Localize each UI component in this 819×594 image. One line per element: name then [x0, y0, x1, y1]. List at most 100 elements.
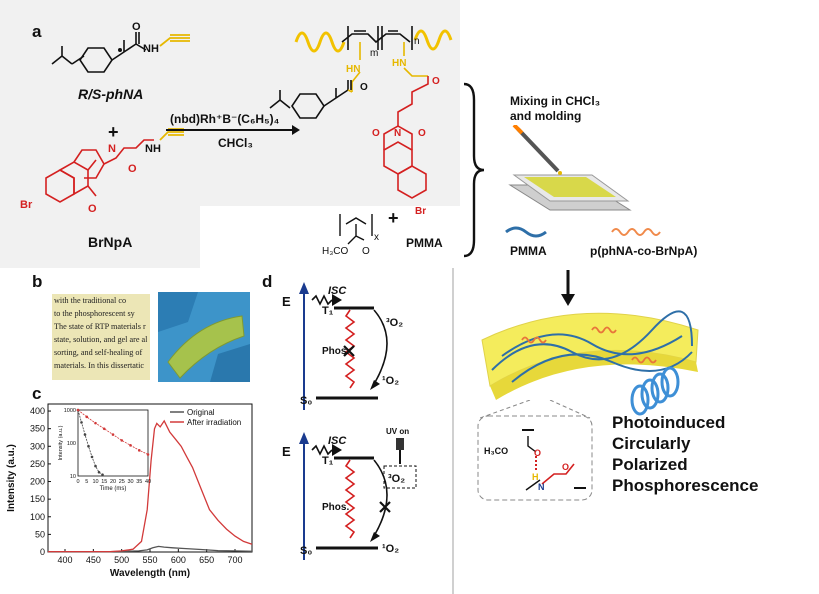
polymer-br: Br — [415, 206, 426, 217]
legend-label: Original — [187, 408, 215, 417]
inset-o-label: O — [534, 448, 541, 458]
energy-label-1: E — [282, 294, 291, 309]
copolymer-legend-line — [611, 228, 661, 236]
y-tick-label: 0 — [40, 547, 45, 557]
y-tick-label: 150 — [30, 494, 45, 504]
polymer-backbone — [341, 26, 413, 50]
o2-triplet-label-1: ³O₂ — [386, 317, 403, 329]
y-tick-label: 350 — [30, 424, 45, 434]
inset-x-tick-label: 20 — [110, 479, 116, 485]
uv-lamp-icon — [396, 438, 404, 450]
o2-singlet-label-1: ¹O₂ — [382, 375, 399, 387]
right-panel-divider — [452, 268, 454, 594]
t1-label-2: T₁ — [322, 455, 334, 467]
inset-x-label: Time (ms) — [100, 486, 127, 492]
polymer-hn1: HN — [346, 64, 360, 75]
polymer-hn2: HN — [392, 58, 406, 69]
inset-y-tick-label: 10 — [70, 474, 76, 480]
pmma-label: PMMA — [406, 236, 443, 250]
pmma-h3co: H₃CO — [322, 246, 349, 257]
panel-a-letter: a — [32, 22, 42, 41]
inset-x-tick-label: 15 — [101, 479, 107, 485]
phNA-structure — [51, 32, 147, 73]
t1-label-1: T₁ — [322, 305, 334, 317]
film-text-line: state, solution, and gel are al — [54, 335, 148, 344]
phNA-alkyne — [159, 34, 190, 47]
mixing-text-1: Mixing in CHCl₃ — [510, 94, 601, 108]
monomer1-label: R/S-phNA — [78, 86, 144, 102]
film-text-line: to the phosphorescent sy — [54, 309, 135, 318]
BrNpA-n: N — [108, 143, 116, 155]
inset-series-line — [77, 409, 103, 475]
inset-x-tick-label: 40 — [145, 479, 151, 485]
o2-singlet-label-2: ¹O₂ — [382, 543, 399, 555]
caption-line-4: Phosphorescence — [612, 476, 759, 495]
x-axis-label: Wavelength (nm) — [110, 568, 190, 579]
polymer-phenyl-unit — [269, 80, 352, 119]
film-text-line: The state of RTP materials r — [54, 322, 146, 331]
inset-frame — [77, 409, 149, 477]
phos-label-1: Phos. — [322, 346, 349, 357]
legend-polymers — [505, 226, 661, 238]
film-photo-text: with the traditional co to the phosphore… — [52, 294, 150, 380]
pmma-structure — [339, 214, 373, 245]
panel-a-lower-box — [200, 206, 460, 268]
inset-x-tick-label: 10 — [92, 479, 98, 485]
phos-label-2: Phos. — [322, 502, 349, 513]
BrNpA-structure — [45, 139, 154, 203]
inset-h3co: H₃CO — [484, 446, 508, 456]
caption-line-1: Photoinduced — [612, 413, 726, 432]
molding-illustration — [508, 125, 632, 211]
catalyst-label: (nbd)Rh⁺B⁻(C₆H₅)₄ — [170, 112, 280, 126]
pmma-legend-line — [505, 226, 547, 238]
y-tick-label: 50 — [35, 529, 45, 539]
inset-x-tick-label: 25 — [119, 479, 125, 485]
series-line-after-irradiation — [48, 419, 253, 553]
y-tick-label: 200 — [30, 477, 45, 487]
x-tick-label: 450 — [86, 555, 101, 565]
solvent-label: CHCl₃ — [218, 136, 253, 150]
o2-triplet-label-2: ³O₂ — [388, 473, 405, 485]
film-text-line: materials. In this dissertatic — [54, 361, 145, 370]
inset-y-label: Intensity (a.u.) — [58, 425, 64, 460]
panel-c-letter: c — [32, 384, 42, 403]
x-tick-label: 600 — [171, 555, 186, 565]
polymer-m: m — [370, 48, 378, 59]
mixing-text-2: and molding — [510, 109, 582, 123]
polymer-naphthalimide — [383, 76, 429, 199]
BrNpA-br: Br — [20, 199, 33, 211]
film-photo-bent — [158, 292, 250, 382]
BrNpA-nh: NH — [145, 143, 161, 155]
inset-o2-label: O — [562, 462, 569, 472]
BrNpA-o2: O — [88, 203, 97, 215]
panel-b-letter: b — [32, 272, 43, 291]
phNA-nh: NH — [143, 43, 159, 55]
panel-d-letter: d — [262, 272, 273, 291]
process-arrow — [561, 270, 575, 306]
legend-copolymer-label: p(phNA-co-BrNpA) — [590, 244, 698, 258]
inset-x-tick-label: 35 — [136, 479, 142, 485]
film-ribbon-illustration — [481, 310, 699, 400]
inset-y-tick-label: 1000 — [64, 408, 76, 414]
caption-line-2: Circularly — [612, 434, 691, 453]
s0-label-1: S₀ — [300, 395, 312, 407]
isc-label-1: ISC — [328, 285, 347, 297]
curly-brace — [463, 82, 485, 258]
inset-series-line — [77, 409, 149, 455]
jablonski-diagrams: E ISC T₁ Phos. S₀ ³O₂ ¹O₂ E ISC T₁ Phos.… — [282, 282, 417, 560]
cpl-helix-icon — [630, 366, 680, 416]
polymer-o1: O — [360, 82, 368, 93]
inset-x-tick-label: 5 — [85, 479, 88, 485]
panel-a-structures: NH O Br N NH O O m n HN HN O — [20, 21, 453, 257]
legend-label: After irradiation — [187, 418, 241, 427]
film-text-line: with the traditional co — [54, 296, 127, 305]
y-tick-label: 100 — [30, 512, 45, 522]
x-tick-label: 700 — [227, 555, 242, 565]
film-text-line: sorting, and self-healing of — [54, 348, 143, 357]
polymer-n2: N — [394, 128, 401, 139]
polymer-o3: O — [372, 128, 380, 139]
y-axis-label: Intensity (a.u.) — [6, 444, 17, 512]
legend-pmma-label: PMMA — [510, 244, 547, 258]
polymer-linkers — [351, 42, 428, 92]
phNA-o: O — [132, 21, 141, 33]
